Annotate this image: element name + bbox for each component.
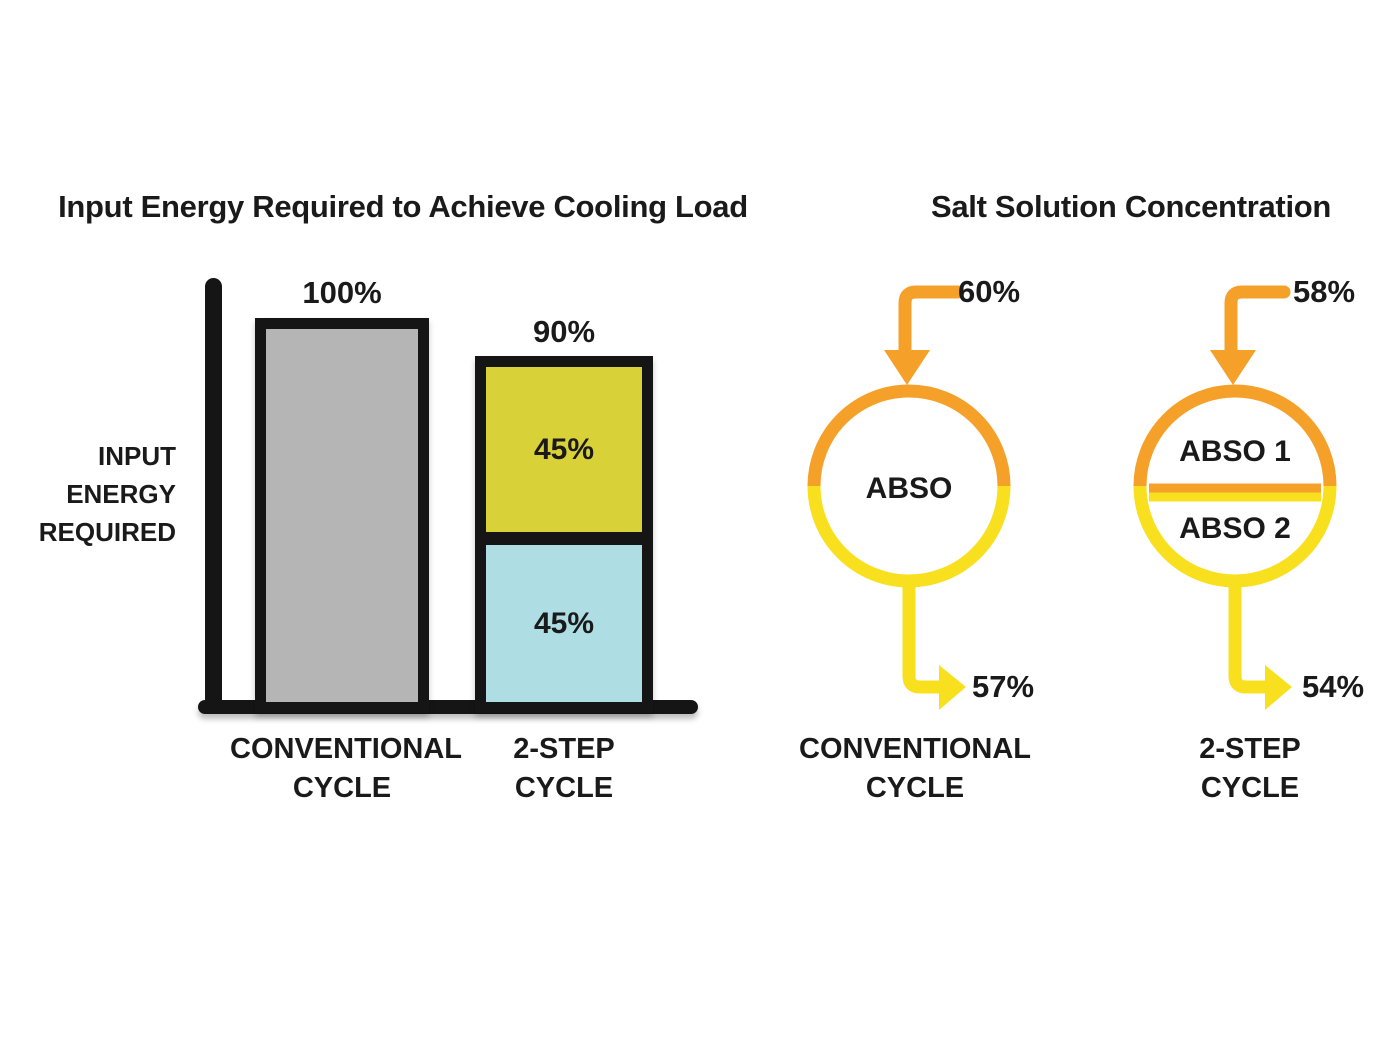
inlet-concentration-two-step: 58% <box>1293 274 1356 309</box>
unit-category-conventional: CONVENTIONAL CYCLE <box>799 733 1031 804</box>
y-axis-line <box>205 278 222 713</box>
inlet-arrow-line-two-step <box>1224 285 1291 359</box>
unit-category-two-step: 2-STEP CYCLE <box>1199 733 1301 804</box>
bar-two-step-cycle: 45% 45% <box>475 356 653 713</box>
inlet-arrow-line-conventional <box>898 285 965 359</box>
segment-label-stage-1: 45% <box>533 432 595 466</box>
bar-segment-stage-2: 45% <box>486 545 642 702</box>
bar-value-label-conventional: 100% <box>302 275 382 310</box>
outlet-arrow-line-conventional <box>902 577 948 694</box>
outlet-arrow-head-icon <box>1265 665 1292 710</box>
y-axis-label: INPUT ENERGY REQUIRED <box>38 441 176 547</box>
outlet-arrow-line-two-step <box>1228 577 1274 694</box>
category-label-two-step: 2-STEP CYCLE <box>513 733 615 804</box>
outlet-concentration-two-step: 54% <box>1302 669 1365 704</box>
inlet-concentration-conventional: 60% <box>958 274 1021 309</box>
bar-value-label-two-step: 90% <box>532 314 596 349</box>
bar-conventional-cycle <box>255 318 429 713</box>
inlet-arrow-head-icon <box>1210 350 1256 385</box>
vessel-label-abso-2: ABSO 2 <box>1179 512 1291 545</box>
vessel-label-abso: ABSO <box>865 472 953 505</box>
vessel-label-abso-1: ABSO 1 <box>1179 435 1291 468</box>
segment-label-stage-2: 45% <box>533 606 595 640</box>
outlet-concentration-conventional: 57% <box>972 669 1035 704</box>
category-label-conventional: CONVENTIONAL CYCLE <box>230 733 462 804</box>
bar-segment-stage-1: 45% <box>486 367 642 545</box>
inlet-arrow-head-icon <box>884 350 930 385</box>
outlet-arrow-head-icon <box>939 665 966 710</box>
salt-diagram-title: Salt Solution Concentration <box>930 189 1332 224</box>
energy-chart-title: Input Energy Required to Achieve Cooling… <box>58 189 748 224</box>
